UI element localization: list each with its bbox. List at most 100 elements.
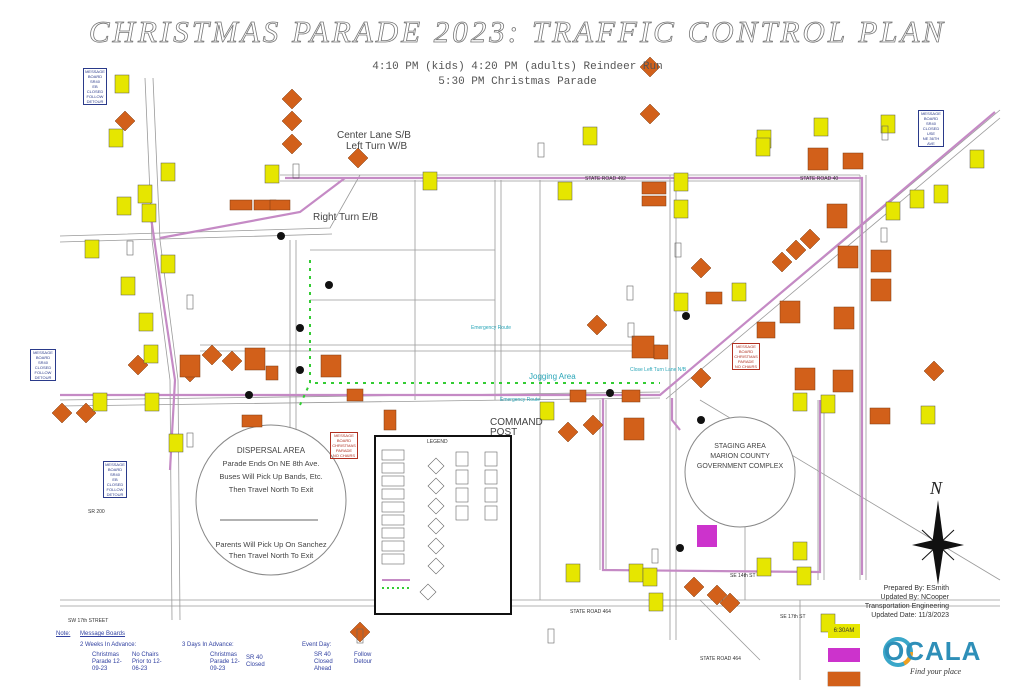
speed-sign: [422, 171, 438, 191]
traffic-signal: [547, 628, 555, 644]
speed-sign: [264, 164, 280, 184]
barricade: [705, 291, 723, 305]
road-label-se14th: SE 14th ST: [730, 573, 756, 579]
speed-sign: [755, 137, 771, 157]
right-turn-label: Right Turn E/B: [313, 212, 379, 223]
message-boards-heading: Message Boards: [80, 631, 126, 637]
speed-sign: [648, 592, 664, 612]
traffic-signal: [881, 125, 889, 141]
speed-sign: [116, 196, 132, 216]
speed-sign: [144, 392, 160, 412]
barricade: [383, 409, 397, 431]
center-lane-label: Center Lane S/B: [337, 130, 411, 141]
left-turn-label: Left Turn W/B: [346, 141, 408, 152]
closure-diamond: [51, 402, 73, 424]
barricade: [870, 249, 892, 273]
speed-sign: [969, 149, 985, 169]
speed-sign: [114, 74, 130, 94]
traffic-signal: [651, 548, 659, 564]
road-label-sr464: STATE ROAD 464: [570, 609, 611, 615]
traffic-signal: [627, 322, 635, 338]
barricade: [779, 300, 801, 324]
barricade: [641, 195, 667, 207]
closure-diamond: [639, 56, 661, 78]
barricade: [229, 199, 253, 211]
barricade: [832, 369, 854, 393]
dispersal-line2: Buses Will Pick Up Bands, Etc.: [219, 472, 323, 481]
updated-date: Updated Date: 11/3/2023: [871, 612, 949, 619]
traffic-signal: [356, 628, 364, 644]
barricade: [641, 181, 667, 195]
prepared-by: Prepared By: ESmith: [883, 585, 949, 592]
signal-markers: [126, 125, 889, 644]
parade-route: [299, 260, 660, 406]
barricade: [653, 344, 669, 360]
barricade: [807, 147, 829, 171]
traffic-signal: [880, 227, 888, 243]
updated-by: Updated By: NCooper: [880, 594, 949, 601]
closure-diamond: [586, 314, 608, 336]
speed-sign: [909, 189, 925, 209]
closure-diamond: [201, 344, 223, 366]
closure-diamond: [75, 402, 97, 424]
department: Transportation Engineering: [864, 603, 949, 610]
speed-sign: [168, 433, 184, 453]
speed-sign: [796, 566, 812, 586]
time-swatch-630am: 6:30AM: [828, 624, 860, 638]
dispersal-text: DISPERSAL AREA Parade Ends On NE 8th Ave…: [205, 444, 337, 496]
closure-diamond: [690, 367, 712, 389]
sr40-closed-note: SR 40 Closed: [246, 655, 265, 668]
ocala-logo-mark: [883, 637, 913, 667]
speed-sign: [756, 557, 772, 577]
dispersal-line5: Then Travel North To Exit: [228, 551, 314, 560]
barricade: [269, 199, 291, 211]
logo-wordmark-text: OCALA: [884, 636, 982, 666]
christmas-parade-date-2: Christmas Parade 12-09-23: [210, 652, 240, 672]
emergency-route-label-2: Emergency Route: [500, 397, 541, 403]
compass-rose: [912, 500, 964, 585]
officer-marker: [682, 312, 690, 320]
subtitle-parade: 5:30 PM Christmas Parade: [438, 76, 597, 88]
barricade: [756, 321, 776, 339]
magenta-marker: [697, 525, 717, 547]
speed-sign: [565, 563, 581, 583]
logo-wordmark: OCALA: [884, 636, 992, 667]
barricade: [833, 306, 855, 330]
road-label-sr492: STATE ROAD 492: [585, 176, 626, 182]
barricade: [623, 417, 645, 441]
closure-diamond: [349, 621, 371, 643]
traffic-signal: [186, 294, 194, 310]
credits: Prepared By: ESmith Updated By: NCooper …: [865, 584, 949, 620]
event-day-note: Event Day:: [302, 642, 332, 648]
speed-sign: [885, 201, 901, 221]
staging-heading: STAGING AREA: [714, 443, 766, 450]
staging-line2: GOVERNMENT COMPLEX: [696, 463, 784, 470]
speed-sign: [84, 239, 100, 259]
traffic-signal: [292, 163, 300, 179]
staging-area: [684, 416, 796, 528]
closure-diamond: [114, 110, 136, 132]
barricade: [241, 414, 263, 428]
logo-tagline: Find your place: [910, 667, 962, 676]
follow-detour-note: Follow Detour: [354, 652, 373, 665]
speed-sign: [120, 276, 136, 296]
closure-diamond: [281, 110, 303, 132]
closure-diamond: [923, 360, 945, 382]
speed-sign: [92, 392, 108, 412]
speed-sign: [143, 344, 159, 364]
barricade: [265, 365, 279, 381]
dispersal-heading: DISPERSAL AREA: [236, 446, 306, 455]
traffic-signal: [537, 142, 545, 158]
traffic-signal: [126, 240, 134, 256]
speed-sign: [813, 117, 829, 137]
subtitle-reindeer-run: 4:10 PM (kids) 4:20 PM (adults) Reindeer…: [372, 61, 663, 73]
barricade: [631, 335, 655, 359]
close-left-turn-label: Close Left Turn Lane N/B: [630, 367, 687, 373]
speed-sign: [160, 162, 176, 182]
road-label-sr40: STATE ROAD 40: [800, 176, 839, 182]
closure-diamond: [719, 592, 741, 614]
command-post-label: COMMAND POST: [490, 417, 543, 438]
